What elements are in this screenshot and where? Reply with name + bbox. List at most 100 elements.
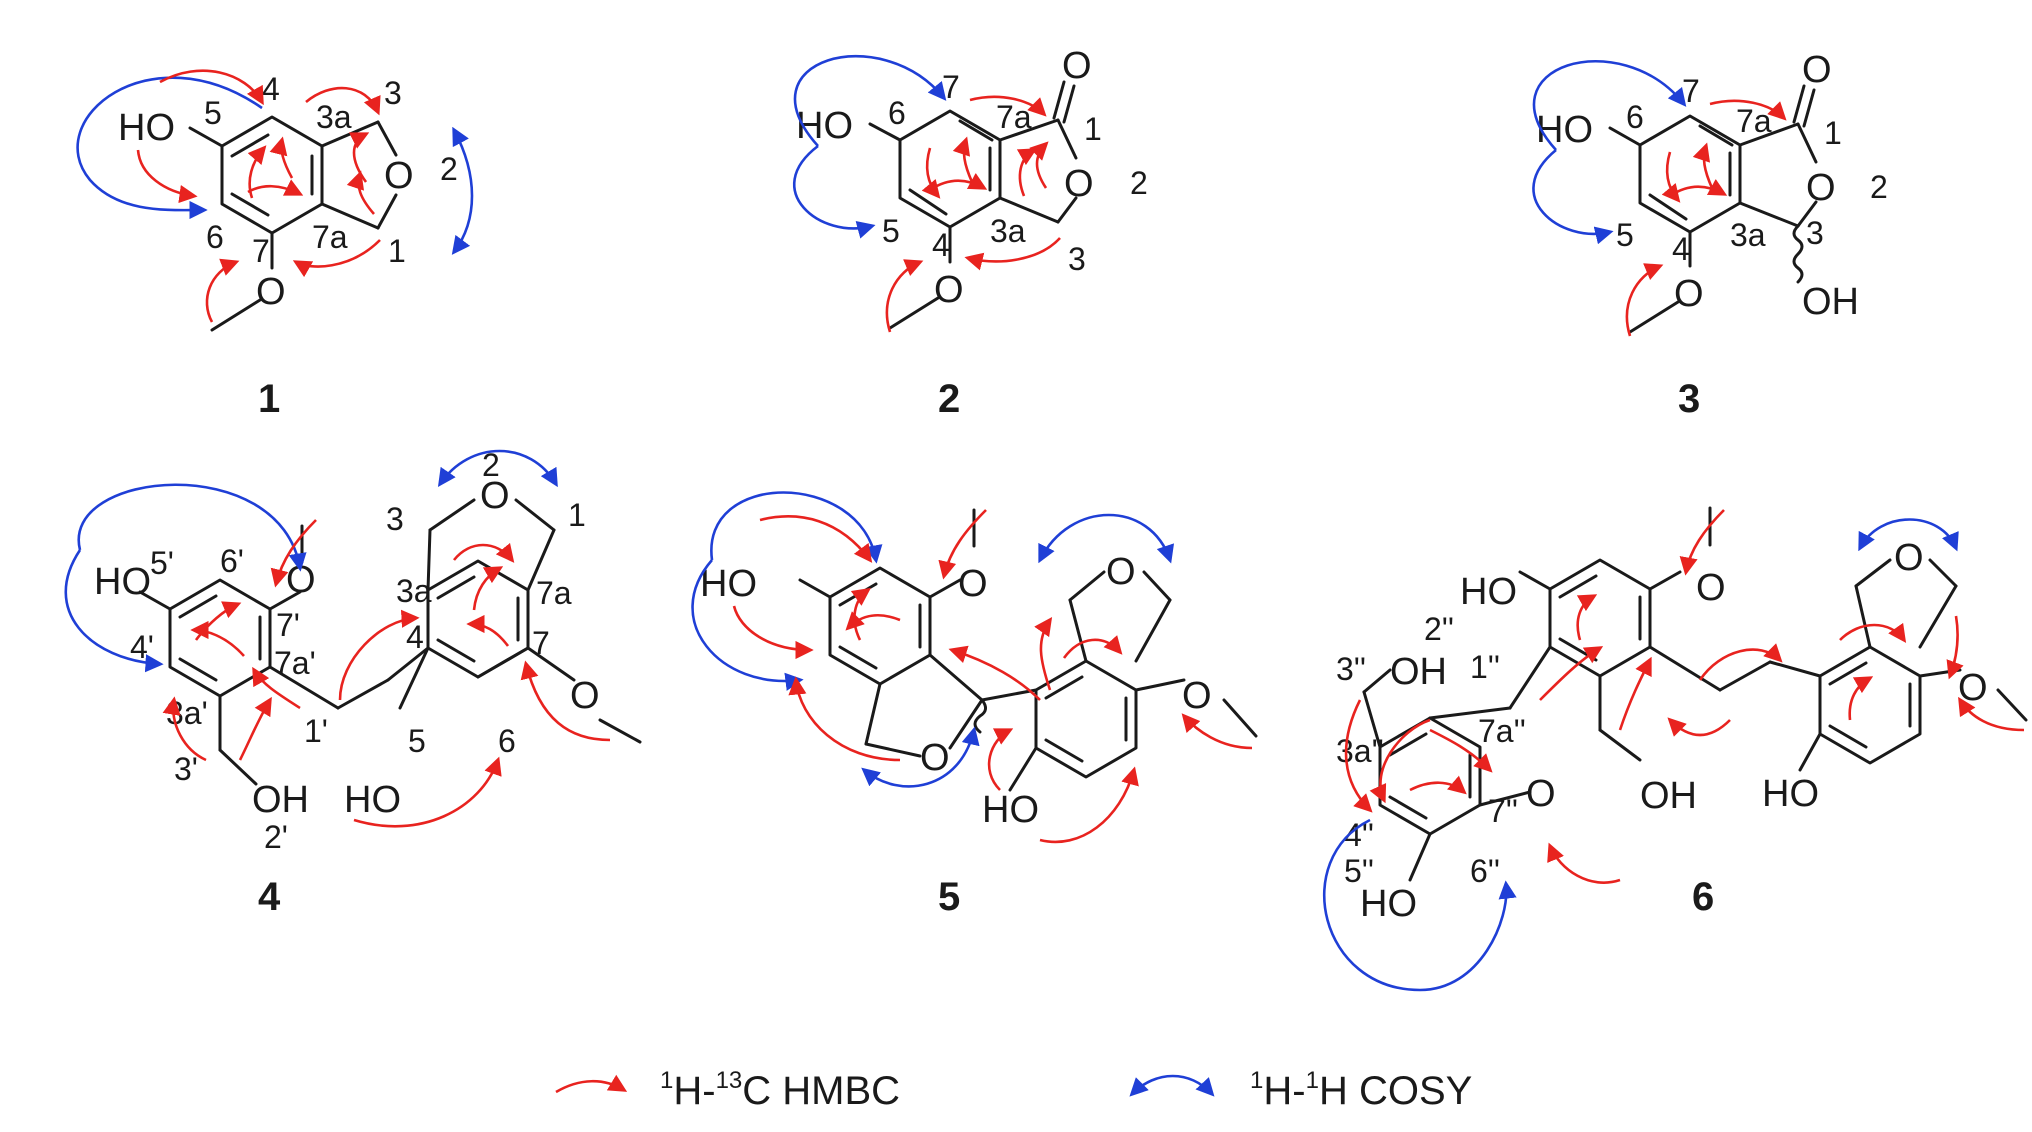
atom-label-2: 2 [1870, 169, 1888, 205]
atom-label-2-double-prime: 2'' [1424, 611, 1454, 647]
compound-5-bonds [798, 508, 1258, 792]
atom-label-4: 4 [1672, 231, 1690, 267]
atom-label-3: 3 [1068, 241, 1086, 277]
compound-number-1: 1 [258, 377, 280, 421]
legend-hmbc-arrow [555, 1074, 628, 1094]
compound-4-structure: HO O O O OH HO 6' 5' 7' 7a' 4' 3a' 1' 3'… [64, 447, 642, 855]
atom-label-5: 5 [408, 723, 426, 759]
hydroxyl-group: HO [118, 107, 175, 149]
legend-cosy-arrow [1129, 1074, 1215, 1097]
atom-label-2: 2 [1130, 165, 1148, 201]
hydroxyl-group: HO [1762, 773, 1819, 815]
compound-1-correlations [76, 69, 474, 323]
legend-cosy: 1H-1H COSY [1129, 1067, 1472, 1113]
atom-label-7-double-prime: 7'' [1488, 793, 1518, 829]
atom-label-5: 5 [204, 95, 222, 131]
methoxy-oxygen-atom: O [1526, 773, 1556, 815]
hydroxymethyl-group: OH [1390, 651, 1447, 693]
compound-4-correlations [64, 449, 611, 828]
hydroxyl-group: HO [700, 563, 757, 605]
hydroxyl-group: HO [796, 105, 853, 147]
atom-label-6: 6 [1626, 99, 1644, 135]
methoxy-oxygen-atom: O [1674, 273, 1704, 315]
compound-3-bonds [1608, 84, 1818, 334]
atom-label-7a: 7a [312, 219, 348, 255]
carbonyl-oxygen-atom: O [1062, 45, 1092, 87]
methoxy-oxygen-atom: O [256, 271, 286, 313]
atom-label-6-prime: 6' [220, 543, 244, 579]
c3-hydroxyl-group: OH [1802, 281, 1859, 323]
atom-label-4: 4 [406, 619, 424, 655]
compound-2-structure: HO O O O 7 6 7a 1 2 5 4 3a 3 [793, 45, 1148, 333]
atom-label-7: 7 [532, 625, 550, 661]
atom-label-5-prime: 5' [150, 545, 174, 581]
atom-label-3a: 3a [316, 99, 352, 135]
atom-label-7a: 7a [536, 575, 572, 611]
atom-label-3a-double-prime: 3a'' [1336, 733, 1384, 769]
methoxy-oxygen-atom: O [1182, 675, 1212, 717]
atom-label-1-prime: 1' [304, 713, 328, 749]
compound-number-2: 2 [938, 377, 960, 421]
atom-label-7a-double-prime: 7a'' [1478, 713, 1526, 749]
compound-5-correlations [691, 491, 1253, 844]
hydroxymethyl-group: OH [1640, 775, 1697, 817]
atom-label-1: 1 [1824, 115, 1842, 151]
compound-3-structure: HO O O O OH 7 6 7a 1 2 5 4 3a 3 [1532, 49, 1888, 337]
atom-label-1: 1 [568, 497, 586, 533]
hydroxyl-group: HO [94, 561, 151, 603]
compound-2-bonds [868, 80, 1078, 330]
atom-label-7: 7 [252, 233, 270, 269]
ring-oxygen-atom: O [1106, 551, 1136, 593]
atom-label-7: 7 [1682, 73, 1700, 109]
legend-hmbc-label: 1H-13C HMBC [660, 1067, 900, 1113]
atom-label-5-double-prime: 5'' [1344, 853, 1374, 889]
compound-number-6: 6 [1692, 875, 1714, 919]
hydroxymethyl-group: OH [252, 779, 309, 821]
ring-oxygen-atom: O [1064, 163, 1094, 205]
atom-label-3-double-prime: 3'' [1336, 651, 1366, 687]
compound-number-3: 3 [1678, 377, 1700, 421]
ring-oxygen-atom: O [1894, 537, 1924, 579]
ring-oxygen-atom: O [1806, 167, 1836, 209]
atom-label-3a: 3a [1730, 217, 1766, 253]
atom-label-3a: 3a [990, 213, 1026, 249]
compound-4-bonds [138, 498, 642, 786]
atom-label-5: 5 [1616, 217, 1634, 253]
atom-label-7a: 7a [1736, 103, 1772, 139]
atom-label-4: 4 [932, 227, 950, 263]
atom-label-4: 4 [262, 71, 280, 107]
hydroxyl-group: HO [982, 789, 1039, 831]
atom-label-7a-prime: 7a' [274, 645, 316, 681]
legend-hmbc: 1H-13C HMBC [555, 1067, 900, 1113]
methoxy-oxygen-atom: O [570, 675, 600, 717]
atom-label-3: 3 [1806, 215, 1824, 251]
atom-label-3a: 3a [396, 573, 432, 609]
atom-label-2: 2 [440, 151, 458, 187]
hydroxyl-group: HO [1460, 571, 1517, 613]
compound-5-structure: HO O O O O HO [691, 491, 1258, 844]
compound-6-correlations [1322, 509, 2025, 992]
compound-1-structure: HO O O 4 5 3a 3 2 6 7 7a 1 [76, 69, 474, 332]
hydroxyl-group: HO [1360, 883, 1417, 925]
methoxy-oxygen-atom: O [1696, 567, 1726, 609]
compound-6-structure: HO O OH O OH HO O O HO 2'' 1'' 3'' 3a'' … [1322, 506, 2028, 992]
atom-label-7: 7 [942, 69, 960, 105]
atom-label-1: 1 [388, 233, 406, 269]
atom-label-3-prime: 3' [174, 751, 198, 787]
atom-label-1: 1 [1084, 111, 1102, 147]
atom-label-3: 3 [386, 501, 404, 537]
ring-oxygen-atom: O [384, 155, 414, 197]
methoxy-oxygen-atom: O [958, 563, 988, 605]
compound-number-5: 5 [938, 875, 960, 919]
legend: 1H-13C HMBC 1H-1H COSY [555, 1067, 1472, 1113]
atom-label-3: 3 [384, 75, 402, 111]
atom-label-1-double-prime: 1'' [1470, 649, 1500, 685]
atom-label-6: 6 [206, 219, 224, 255]
atom-label-6: 6 [498, 723, 516, 759]
compound-number-4: 4 [258, 875, 281, 919]
methoxy-oxygen-atom: O [934, 269, 964, 311]
hydroxyl-group: HO [344, 779, 401, 821]
legend-cosy-label: 1H-1H COSY [1250, 1067, 1472, 1113]
carbonyl-oxygen-atom: O [1802, 49, 1832, 91]
